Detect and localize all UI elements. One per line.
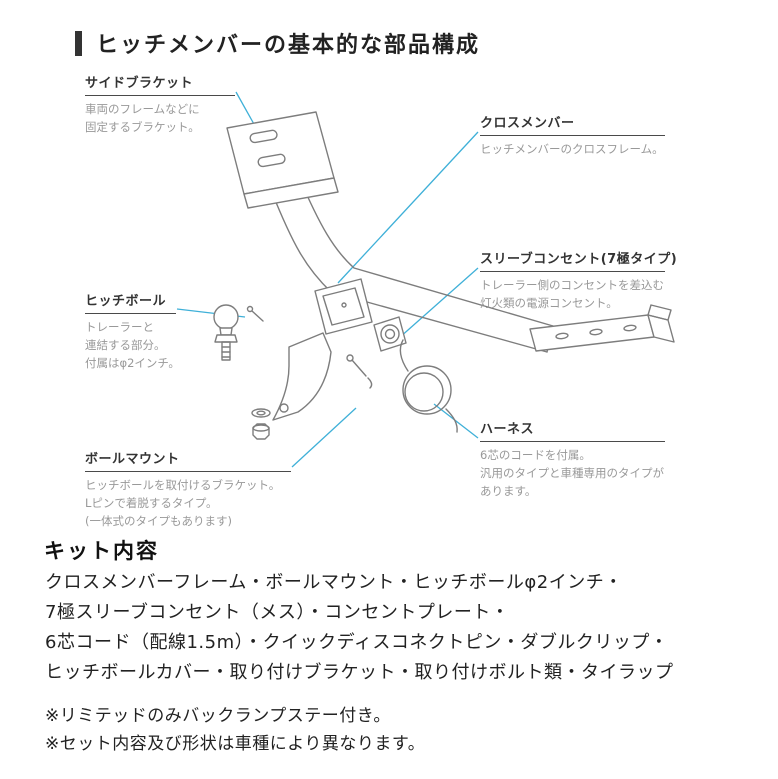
callout-label: クロスメンバー [480, 112, 665, 136]
kit-contents-heading: キット内容 [44, 539, 159, 563]
callout-label: ヒッチボール [85, 290, 176, 314]
rear-bracket-part [529, 304, 675, 352]
washer-and-nut-part [251, 408, 271, 440]
assembly-drawing [213, 111, 675, 440]
sleeve-outlet-part [373, 316, 407, 352]
callout-description: 6芯のコードを付属。 汎用のタイプと車種専用のタイプが あります。 [480, 448, 664, 498]
callout-harness: ハーネス 6芯のコードを付属。 汎用のタイプと車種専用のタイプが あります。 [480, 418, 665, 500]
kit-line: 7極スリーブコンセント（メス）・コンセントプレート・ [45, 602, 510, 623]
leader-sleeve-outlet [398, 267, 479, 339]
callout-description: トレーラーと 連結する部分。 付属はφ2インチ。 [85, 320, 180, 370]
callout-description: 車両のフレームなどに 固定するブラケット。 [85, 102, 200, 134]
harness-part [399, 339, 458, 433]
leader-lines [176, 91, 479, 468]
kit-note: ※セット内容及び形状は車種により異なります。 [45, 734, 426, 754]
hitch-ball-part [213, 304, 239, 361]
receiver-tube-part [314, 278, 373, 335]
l-pin-part [346, 354, 373, 389]
callout-description: ヒッチボールを取付けるブラケット。 Lピンで着脱するタイプ。 (一体式のタイプも… [85, 478, 281, 528]
callout-sleeve-outlet: スリーブコンセント(7極タイプ) トレーラー側のコンセントを差込む 灯火類の電源… [480, 248, 677, 313]
kit-note: ※リミテッドのみバックランプステー付き。 [45, 706, 391, 726]
kit-contents-list: クロスメンバーフレーム・ボールマウント・ヒッチボールφ2インチ・ 7極スリーブコ… [45, 568, 673, 688]
page-title: ヒッチメンバーの基本的な部品構成 [96, 33, 481, 58]
callout-label: スリーブコンセント(7極タイプ) [480, 248, 677, 272]
kit-line: 6芯コード（配線1.5m）・クイックディスコネクトピン・ダブルクリップ・ [45, 632, 669, 653]
callout-cross-member: クロスメンバー ヒッチメンバーのクロスフレーム。 [480, 112, 665, 159]
leader-cross-member [337, 131, 479, 284]
callout-ball-mount: ボールマウント ヒッチボールを取付けるブラケット。 Lピンで着脱するタイプ。 (… [85, 448, 291, 530]
callout-label: サイドブラケット [85, 72, 235, 96]
leader-ball-mount [291, 407, 357, 468]
kit-line: ヒッチボールカバー・取り付けブラケット・取り付けボルト類・タイラップ [45, 662, 674, 683]
kit-notes: ※リミテッドのみバックランプステー付き。 ※セット内容及び形状は車種により異なり… [45, 702, 425, 758]
callout-hitch-ball: ヒッチボール トレーラーと 連結する部分。 付属はφ2インチ。 [85, 290, 180, 372]
ball-mount-part [272, 332, 332, 421]
callout-label: ボールマウント [85, 448, 291, 472]
title-bar-marker [75, 30, 82, 56]
callout-label: ハーネス [480, 418, 665, 442]
callout-description: ヒッチメンバーのクロスフレーム。 [480, 142, 664, 156]
page-header: ヒッチメンバーの基本的な部品構成 [75, 27, 480, 59]
quick-pin-part [246, 305, 264, 322]
kit-line: クロスメンバーフレーム・ボールマウント・ヒッチボールφ2インチ・ [45, 572, 623, 593]
callout-description: トレーラー側のコンセントを差込む 灯火類の電源コンセント。 [480, 278, 664, 310]
callout-side-bracket: サイドブラケット 車両のフレームなどに 固定するブラケット。 [85, 72, 235, 137]
side-bracket-part [226, 111, 339, 209]
